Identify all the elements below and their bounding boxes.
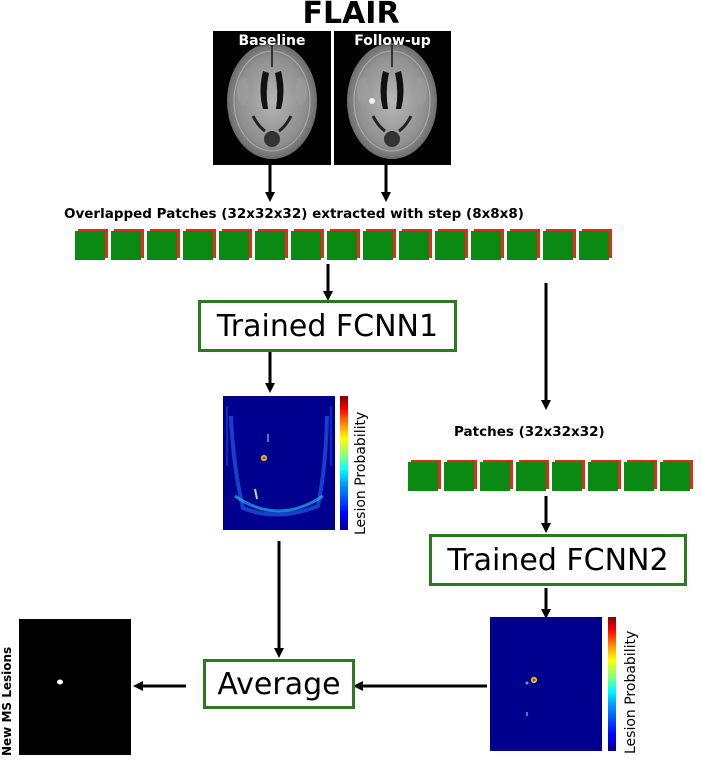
average-box: Average bbox=[203, 659, 355, 709]
patch bbox=[219, 229, 252, 260]
average-label: Average bbox=[217, 666, 341, 702]
colorbar-1 bbox=[340, 396, 348, 530]
patch bbox=[588, 460, 621, 491]
patch bbox=[75, 229, 108, 260]
followup-mri-image: Follow-up bbox=[334, 31, 451, 165]
trained-fcnn1-box: Trained FCNN1 bbox=[198, 300, 457, 352]
patch bbox=[363, 229, 396, 260]
patch bbox=[408, 460, 441, 491]
flair-title: FLAIR bbox=[302, 0, 400, 31]
patch bbox=[507, 229, 540, 260]
trained-fcnn2-box: Trained FCNN2 bbox=[429, 534, 687, 586]
patch bbox=[624, 460, 657, 491]
patch bbox=[480, 460, 513, 491]
patch bbox=[552, 460, 585, 491]
colorbar-2 bbox=[608, 617, 616, 751]
patch bbox=[327, 229, 360, 260]
patch bbox=[660, 460, 693, 491]
probability-map-1 bbox=[223, 396, 335, 530]
patch bbox=[579, 229, 612, 260]
baseline-mri-image: Baseline bbox=[213, 31, 331, 165]
new-ms-lesions-image bbox=[19, 619, 131, 755]
patch bbox=[471, 229, 504, 260]
patch bbox=[111, 229, 144, 260]
patch bbox=[255, 229, 288, 260]
colorbar-1-label: Lesion Probability bbox=[353, 411, 369, 535]
followup-label: Follow-up bbox=[354, 33, 431, 49]
patch bbox=[516, 460, 549, 491]
trained-fcnn1-label: Trained FCNN1 bbox=[216, 308, 439, 344]
new-ms-lesions-label: New MS Lesions bbox=[0, 646, 14, 756]
probability-map-2 bbox=[490, 617, 602, 751]
patch bbox=[399, 229, 432, 260]
patch bbox=[444, 460, 477, 491]
patch bbox=[147, 229, 180, 260]
patch-row-1 bbox=[75, 229, 612, 260]
patch bbox=[543, 229, 576, 260]
overlapped-patches-caption: Overlapped Patches (32x32x32) extracted … bbox=[64, 206, 524, 222]
patch bbox=[183, 229, 216, 260]
trained-fcnn2-label: Trained FCNN2 bbox=[447, 542, 669, 578]
patch bbox=[435, 229, 468, 260]
patches-caption: Patches (32x32x32) bbox=[454, 424, 605, 440]
colorbar-2-label: Lesion Probability bbox=[623, 630, 639, 754]
patch bbox=[291, 229, 324, 260]
baseline-label: Baseline bbox=[238, 33, 306, 49]
patch-row-2 bbox=[408, 460, 693, 491]
